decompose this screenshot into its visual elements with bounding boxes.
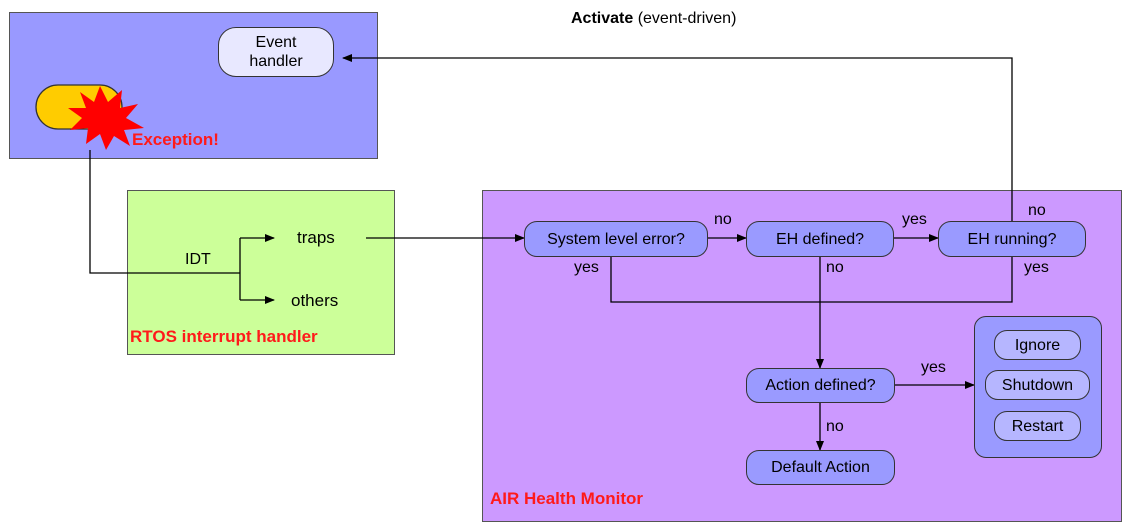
others-label: others xyxy=(291,291,339,310)
eh-running-node: EH running? xyxy=(938,221,1086,257)
activate-arrow xyxy=(342,54,1013,222)
exception-burst-icon xyxy=(35,84,144,150)
edge-yes-sle: yes xyxy=(574,259,599,276)
traps-label: traps xyxy=(297,228,335,247)
default-action-node: Default Action xyxy=(746,450,895,485)
rtos-title: RTOS interrupt handler xyxy=(130,327,318,346)
restart-action: Restart xyxy=(994,411,1081,441)
edge-yes-ehdefined: yes xyxy=(902,211,927,228)
system-level-error-node: System level error? xyxy=(524,221,708,257)
connector-lines xyxy=(89,54,1013,451)
idt-label: IDT xyxy=(185,251,211,268)
event-handler-node: Event handler xyxy=(218,27,334,77)
ignore-action: Ignore xyxy=(994,330,1081,360)
edge-no-sle: no xyxy=(714,211,732,228)
edge-no-ehdefined: no xyxy=(826,259,844,276)
activate-caption: Activate (event-driven) xyxy=(571,10,737,27)
edge-yes-ehrunning: yes xyxy=(1024,259,1049,276)
sle-yes-line xyxy=(610,256,1013,303)
action-defined-node: Action defined? xyxy=(746,368,895,403)
exception-to-idt-line xyxy=(89,150,240,274)
air-health-monitor-title: AIR Health Monitor xyxy=(490,489,643,508)
edge-yes-action: yes xyxy=(921,359,946,376)
edge-no-ehrunning: no xyxy=(1028,202,1046,219)
shutdown-action: Shutdown xyxy=(985,370,1090,400)
exception-label: Exception! xyxy=(132,130,219,149)
eh-defined-node: EH defined? xyxy=(746,221,894,257)
edge-no-action: no xyxy=(826,418,844,435)
